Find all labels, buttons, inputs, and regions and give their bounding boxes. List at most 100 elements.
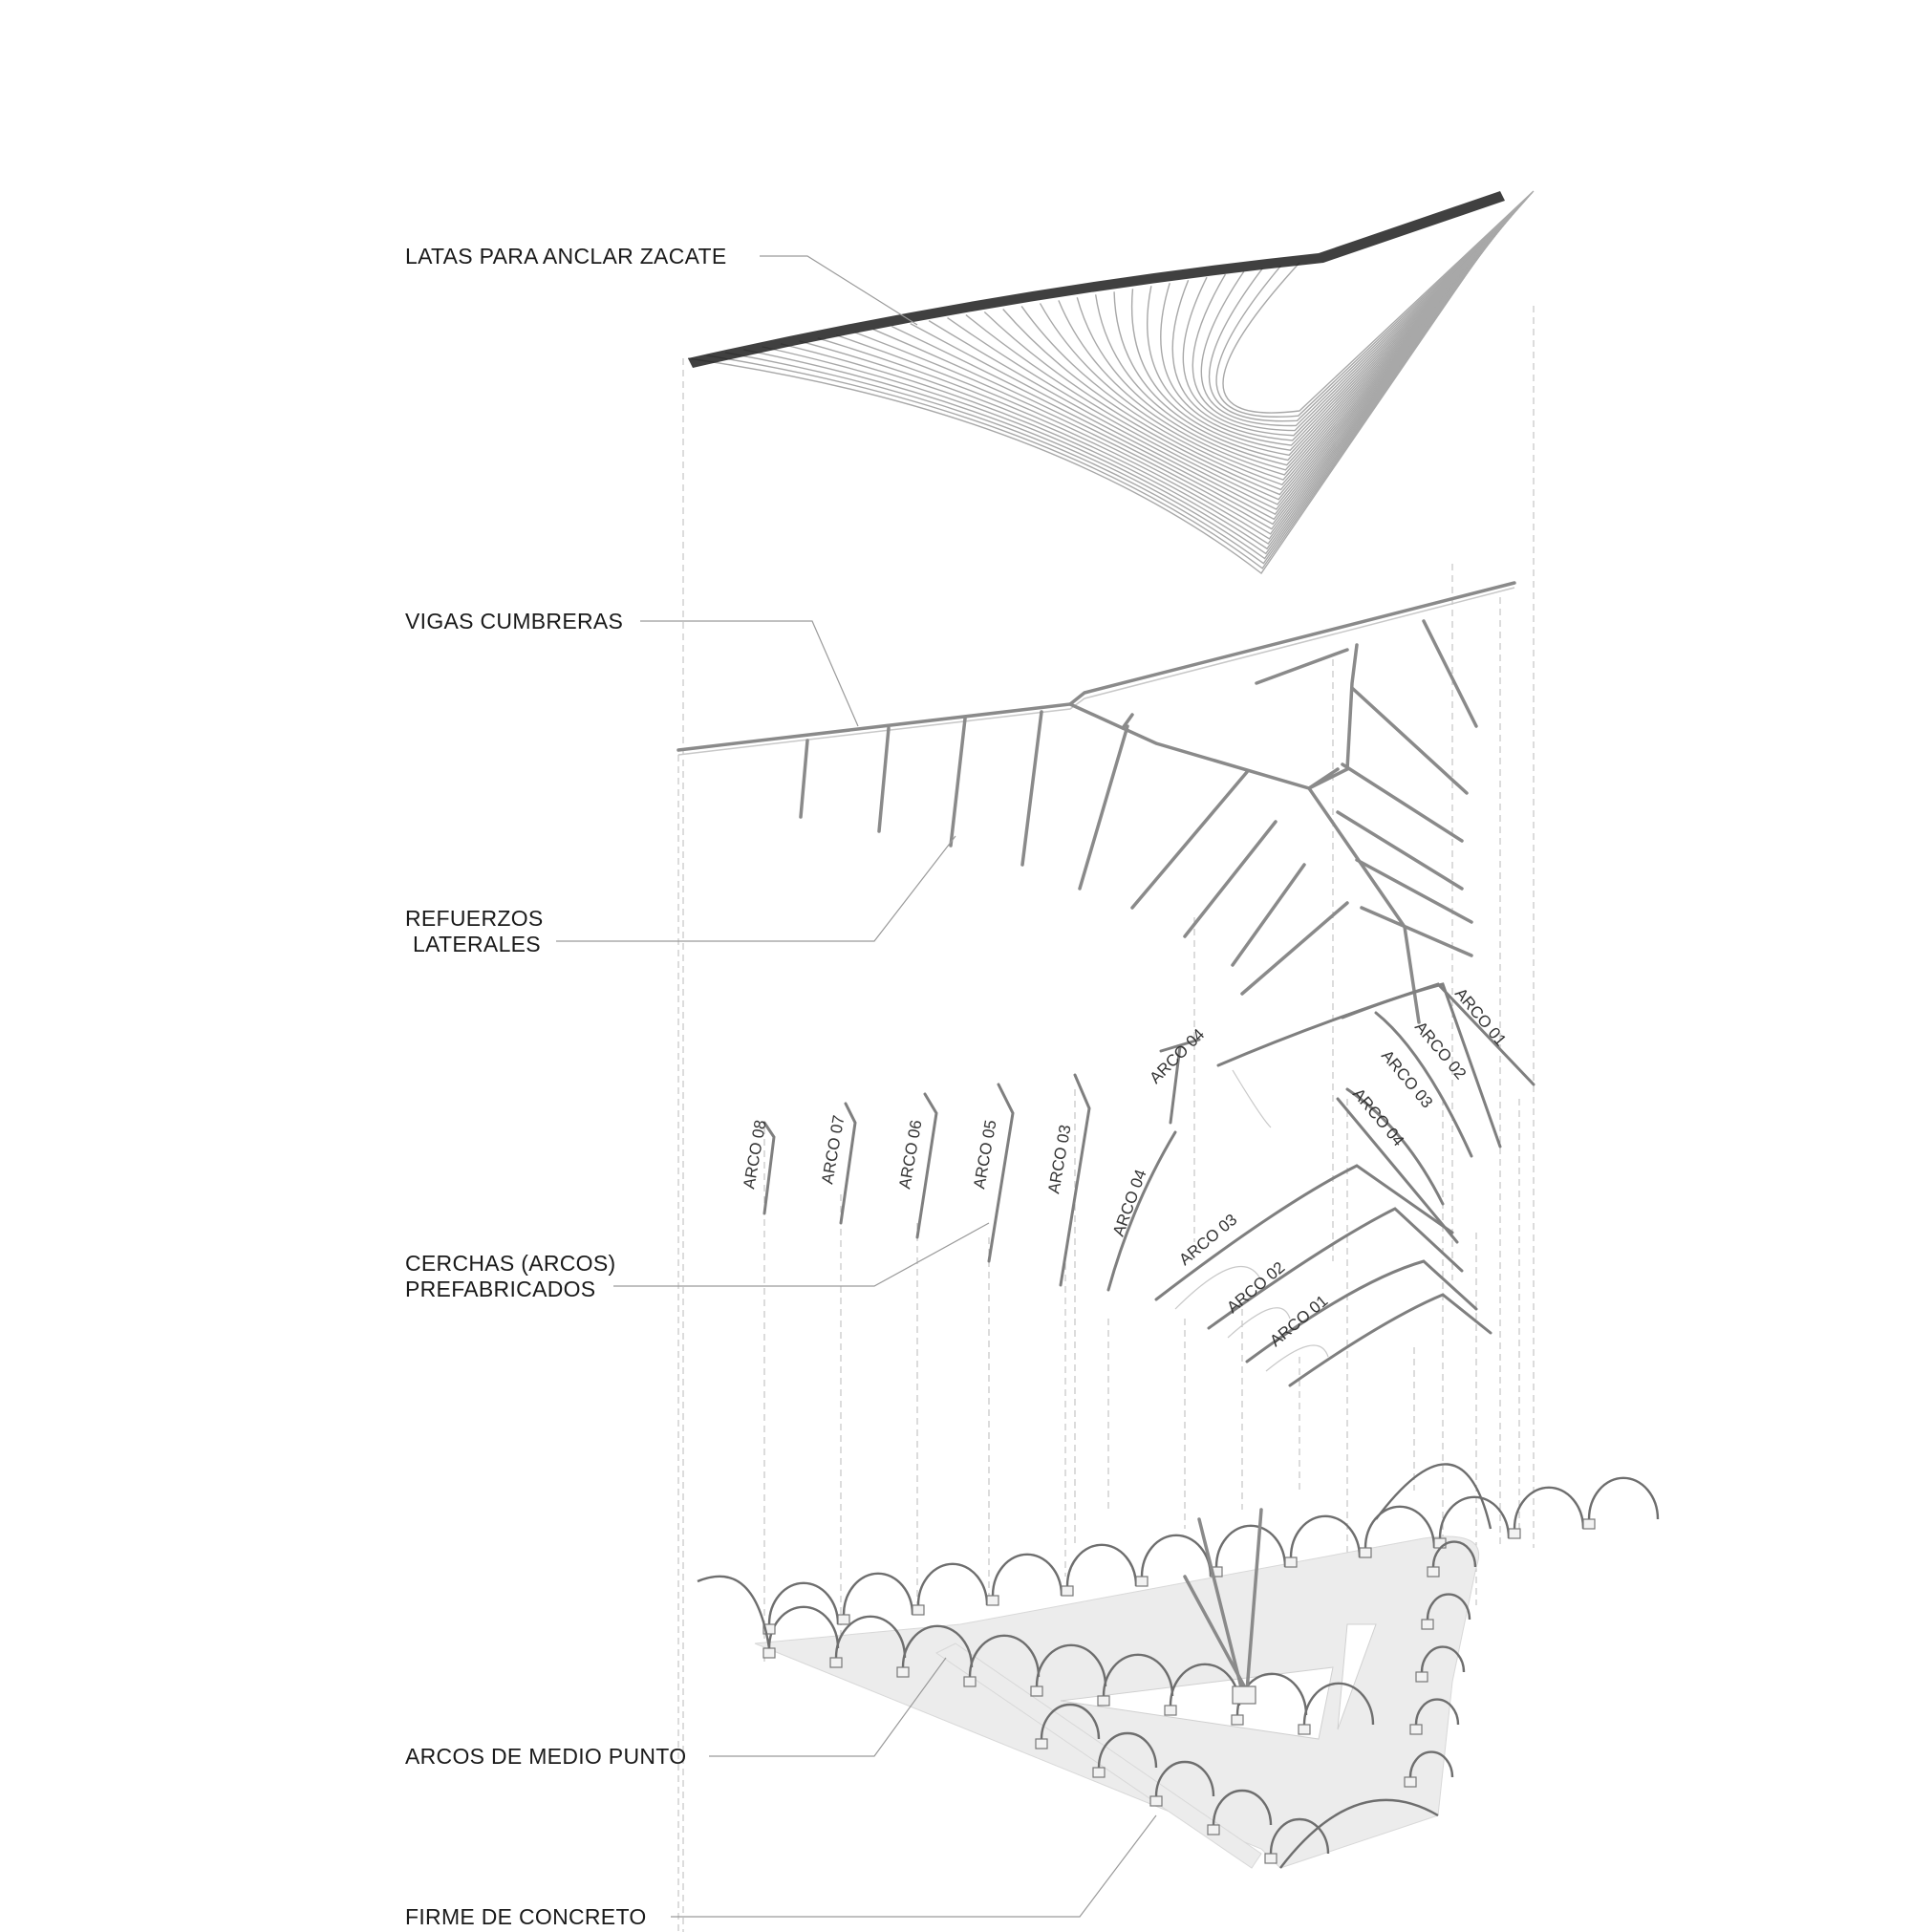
ridge-beams-layer (676, 581, 1516, 1024)
prefab-trusses-layer (762, 982, 1535, 1387)
roof-slat (1130, 204, 1523, 457)
roof-slat (1039, 210, 1516, 481)
projection-lines (677, 306, 1535, 1932)
arch-footing (1207, 1824, 1220, 1835)
roof-slat (817, 227, 1501, 540)
roof-slat (1002, 213, 1514, 491)
label-cerchas-2: PREFABRICADOS (405, 1277, 595, 1301)
arch-footing (1092, 1767, 1106, 1778)
arch-footing (1264, 1853, 1278, 1864)
arch-footing (1421, 1619, 1434, 1630)
arc-label-05: ARCO 05 (970, 1119, 999, 1191)
semicircular-arch (1035, 1643, 1107, 1687)
roof-slat (1200, 195, 1531, 427)
arc-label-03-left: ARCO 03 (1044, 1124, 1074, 1195)
arch-footing (1298, 1724, 1311, 1735)
label-firme-concreto: FIRME DE CONCRETO (405, 1904, 647, 1929)
semicircular-arch (1431, 1540, 1477, 1568)
semicircular-arch (1408, 1750, 1454, 1778)
roof-slat (743, 234, 1495, 560)
arch-footing (1359, 1547, 1372, 1558)
roof-slat (799, 229, 1499, 546)
roof-slat (1058, 209, 1517, 476)
roof-slat (687, 238, 1492, 575)
semicircular-arch (767, 1581, 840, 1625)
roof-slat (1160, 201, 1525, 446)
label-arcos-medio-punto: ARCOS DE MEDIO PUNTO (405, 1744, 686, 1769)
arc-label-01-right: ARCO 01 (1451, 984, 1510, 1049)
roof-slat (1215, 192, 1534, 418)
arc-label-06: ARCO 06 (895, 1119, 925, 1191)
roof-slat (854, 225, 1503, 530)
semicircular-arch (842, 1572, 914, 1616)
semicircular-arch (1363, 1505, 1436, 1549)
semicircular-arch (1065, 1543, 1138, 1587)
semicircular-arch (901, 1624, 974, 1668)
arch-footing (986, 1595, 999, 1606)
arch-footing (1164, 1705, 1177, 1716)
semicircular-arch (1097, 1731, 1158, 1769)
semicircular-arch (968, 1634, 1041, 1678)
roof-slat (910, 221, 1507, 516)
arch-footing (896, 1666, 910, 1678)
arch-footing (837, 1614, 850, 1625)
semicircular-arch (1269, 1817, 1330, 1855)
arch-footing (1508, 1528, 1521, 1539)
arc-label-02-right: ARCO 02 (1411, 1018, 1470, 1083)
label-refuerzos-2: LATERALES (413, 932, 541, 956)
arch-footing (1149, 1795, 1163, 1807)
semicircular-arch (1140, 1534, 1213, 1578)
arch-footing (1030, 1685, 1043, 1697)
semicircular-arches-layer (697, 1463, 1660, 1869)
layer-labels: LATAS PARA ANCLAR ZACATE VIGAS CUMBRERAS… (405, 244, 727, 1929)
semicircular-arch (834, 1615, 907, 1659)
roof-slat (1094, 206, 1520, 466)
roof-slat (706, 237, 1492, 569)
roof-slat (891, 222, 1506, 521)
roof-slat (1076, 207, 1519, 471)
roof-slat (1182, 198, 1528, 437)
arc-label-03-right: ARCO 03 (1378, 1046, 1436, 1111)
semicircular-arch (1302, 1682, 1375, 1726)
arc-label-01-low: ARCO 01 (1266, 1292, 1331, 1350)
arch-footing (762, 1647, 776, 1659)
roof-slat (965, 216, 1511, 501)
arch-footing (1135, 1576, 1149, 1587)
semicircular-arch (1214, 1524, 1287, 1568)
arc-label-08: ARCO 08 (740, 1119, 769, 1191)
label-refuerzos-1: REFUERZOS (405, 906, 544, 931)
roof-slat (928, 219, 1509, 510)
arc-label-07: ARCO 07 (818, 1114, 848, 1186)
roof-slat (983, 215, 1513, 496)
semicircular-arch (1414, 1698, 1460, 1726)
roof-slats-layer (687, 190, 1535, 575)
arch-footing (1409, 1724, 1423, 1735)
arch-footing (1061, 1585, 1074, 1597)
semicircular-arch (1587, 1476, 1660, 1520)
semicircular-arch (1420, 1645, 1466, 1673)
roof-slat (1192, 196, 1530, 432)
roof-slat (1020, 212, 1515, 486)
roof-slat (780, 231, 1498, 550)
arc-label-04-right: ARCO 04 (1349, 1084, 1407, 1149)
arch-footing (1433, 1537, 1447, 1549)
roof-slat (1171, 199, 1527, 441)
concrete-slab-layer (754, 1535, 1480, 1869)
semicircular-arch (1438, 1495, 1511, 1539)
arch-footing (1035, 1738, 1048, 1750)
arch-footing (1415, 1671, 1428, 1683)
arch-footing (912, 1604, 925, 1616)
arch-footing (1284, 1556, 1298, 1568)
central-column (1183, 1508, 1263, 1705)
label-latas: LATAS PARA ANCLAR ZACATE (405, 244, 727, 268)
semicircular-arch (916, 1562, 989, 1606)
label-vigas: VIGAS CUMBRERAS (405, 609, 623, 633)
lateral-reinforcements-layer (799, 619, 1478, 996)
arch-footing (1404, 1776, 1417, 1788)
semicircular-arch (1426, 1593, 1471, 1621)
semicircular-arch (1040, 1703, 1101, 1740)
ridge-slat-bundle (688, 191, 1505, 368)
arch-footing (829, 1657, 843, 1668)
roof-slat (947, 218, 1510, 505)
arch-footing (1427, 1566, 1440, 1578)
